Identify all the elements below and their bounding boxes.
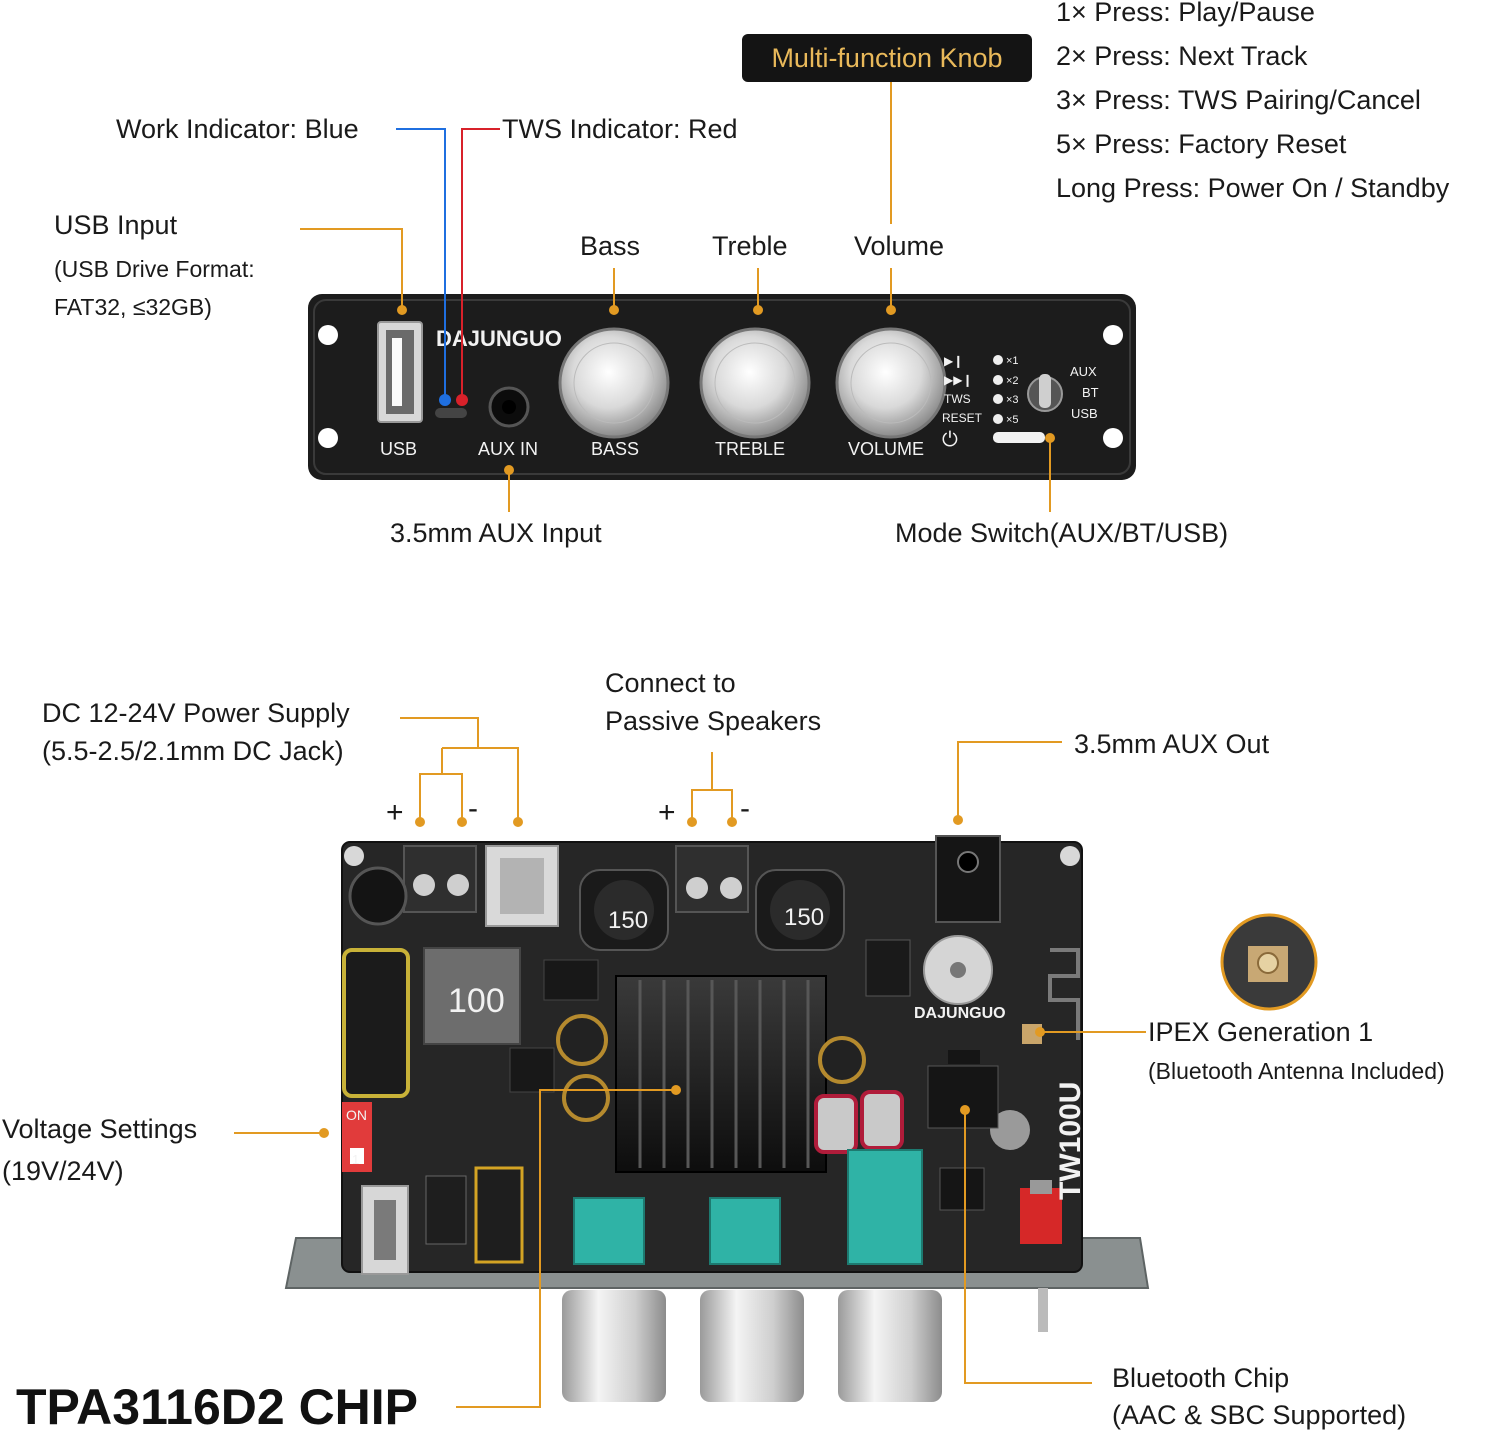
- press-x1: ×1: [1006, 355, 1019, 367]
- inductor-label-1: 150: [608, 907, 648, 934]
- mode-aux: AUX: [1070, 364, 1097, 379]
- panel-treble: TREBLE: [715, 439, 785, 459]
- volume-label: Volume: [854, 231, 945, 261]
- top-leader-lines: [300, 82, 1051, 512]
- usb-format-label-1: (USB Drive Format:: [54, 256, 255, 282]
- knob-functions: 1× Press: Play/Pause 2× Press: Next Trac…: [1056, 0, 1449, 210]
- amplifier-board: 150 150 100 DAJUNGUO TW100U ON 1: [284, 835, 1150, 1402]
- speaker-plus: +: [658, 796, 676, 829]
- panel-reset: RESET: [942, 411, 983, 425]
- toggle-switch-icon: [1027, 374, 1063, 412]
- speaker-minus: -: [740, 792, 750, 825]
- next-track-icon: ▶▶❙: [944, 373, 973, 387]
- knob-fn-3: 3× Press: TWS Pairing/Cancel: [1056, 85, 1421, 115]
- panel-bass: BASS: [591, 439, 639, 459]
- bass-label: Bass: [580, 231, 641, 261]
- bottom-leader-lines: [234, 717, 1146, 1408]
- mode-usb: USB: [1071, 406, 1098, 421]
- power-plus: +: [386, 796, 404, 829]
- usb-format-label-2: FAT32, ≤32GB): [54, 294, 212, 320]
- panel-aux-in: AUX IN: [478, 439, 538, 459]
- knob-badge: Multi-function Knob: [742, 34, 1032, 82]
- board-brand: DAJUNGUO: [914, 1005, 1006, 1022]
- power-icon: ⏻: [942, 429, 958, 451]
- inductor-label-2: 150: [784, 904, 824, 931]
- ipex-label-1: IPEX Generation 1: [1148, 1017, 1374, 1047]
- bt-chip-label-2: (AAC & SBC Supported): [1112, 1400, 1407, 1430]
- voltage-label-2: (19V/24V): [2, 1156, 124, 1186]
- play-pause-icon: ▶❙: [944, 354, 963, 368]
- press-x5: ×5: [1006, 414, 1019, 426]
- dc-supply-label-1: DC 12-24V Power Supply: [42, 698, 350, 728]
- panel-usb: USB: [380, 439, 417, 459]
- top-leader-dots: [397, 305, 1055, 475]
- aux-jack-icon: [488, 386, 530, 428]
- knob-fn-4: 5× Press: Factory Reset: [1056, 129, 1347, 159]
- panel-tws: TWS: [944, 392, 971, 406]
- dip-on-label: ON: [346, 1107, 367, 1123]
- panel-brand: DAJUNGUO: [436, 326, 562, 351]
- knob-fn-2: 2× Press: Next Track: [1056, 41, 1308, 71]
- aux-out-label: 3.5mm AUX Out: [1074, 729, 1270, 759]
- mode-switch-label: Mode Switch(AUX/BT/USB): [895, 518, 1229, 548]
- voltage-label-1: Voltage Settings: [2, 1114, 198, 1144]
- knob-icon: [558, 327, 947, 439]
- ipex-inset: [1220, 913, 1318, 1011]
- ipex-label-2: (Bluetooth Antenna Included): [1148, 1058, 1445, 1084]
- usb-port-icon: [377, 321, 423, 423]
- main-chip-label: TPA3116D2 CHIP: [16, 1379, 419, 1435]
- mode-bt: BT: [1082, 385, 1099, 400]
- speakers-label-2: Passive Speakers: [605, 706, 822, 736]
- front-panel: DAJUNGUO USB AUX IN BASS TREBLE VOLUME ▶…: [308, 294, 1136, 480]
- dip-1-label: 1: [352, 1152, 359, 1167]
- tws-indicator-label: TWS Indicator: Red: [502, 114, 738, 144]
- dc-supply-label-2: (5.5-2.5/2.1mm DC Jack): [42, 736, 344, 766]
- aux-input-label: 3.5mm AUX Input: [390, 518, 602, 548]
- usb-input-label: USB Input: [54, 210, 178, 240]
- panel-volume: VOLUME: [848, 439, 924, 459]
- board-model: TW100U: [1054, 1082, 1087, 1200]
- bottom-leader-dots: [319, 815, 1045, 1138]
- press-x3: ×3: [1006, 394, 1019, 406]
- speakers-label-1: Connect to: [605, 668, 736, 698]
- work-indicator-label: Work Indicator: Blue: [116, 114, 359, 144]
- knob-fn-1: 1× Press: Play/Pause: [1056, 0, 1315, 27]
- inductor-label-3: 100: [448, 982, 505, 1020]
- power-minus: -: [468, 792, 478, 825]
- bt-chip-label-1: Bluetooth Chip: [1112, 1363, 1290, 1393]
- treble-label: Treble: [712, 231, 788, 261]
- press-x2: ×2: [1006, 375, 1019, 387]
- knob-fn-5: Long Press: Power On / Standby: [1056, 173, 1450, 203]
